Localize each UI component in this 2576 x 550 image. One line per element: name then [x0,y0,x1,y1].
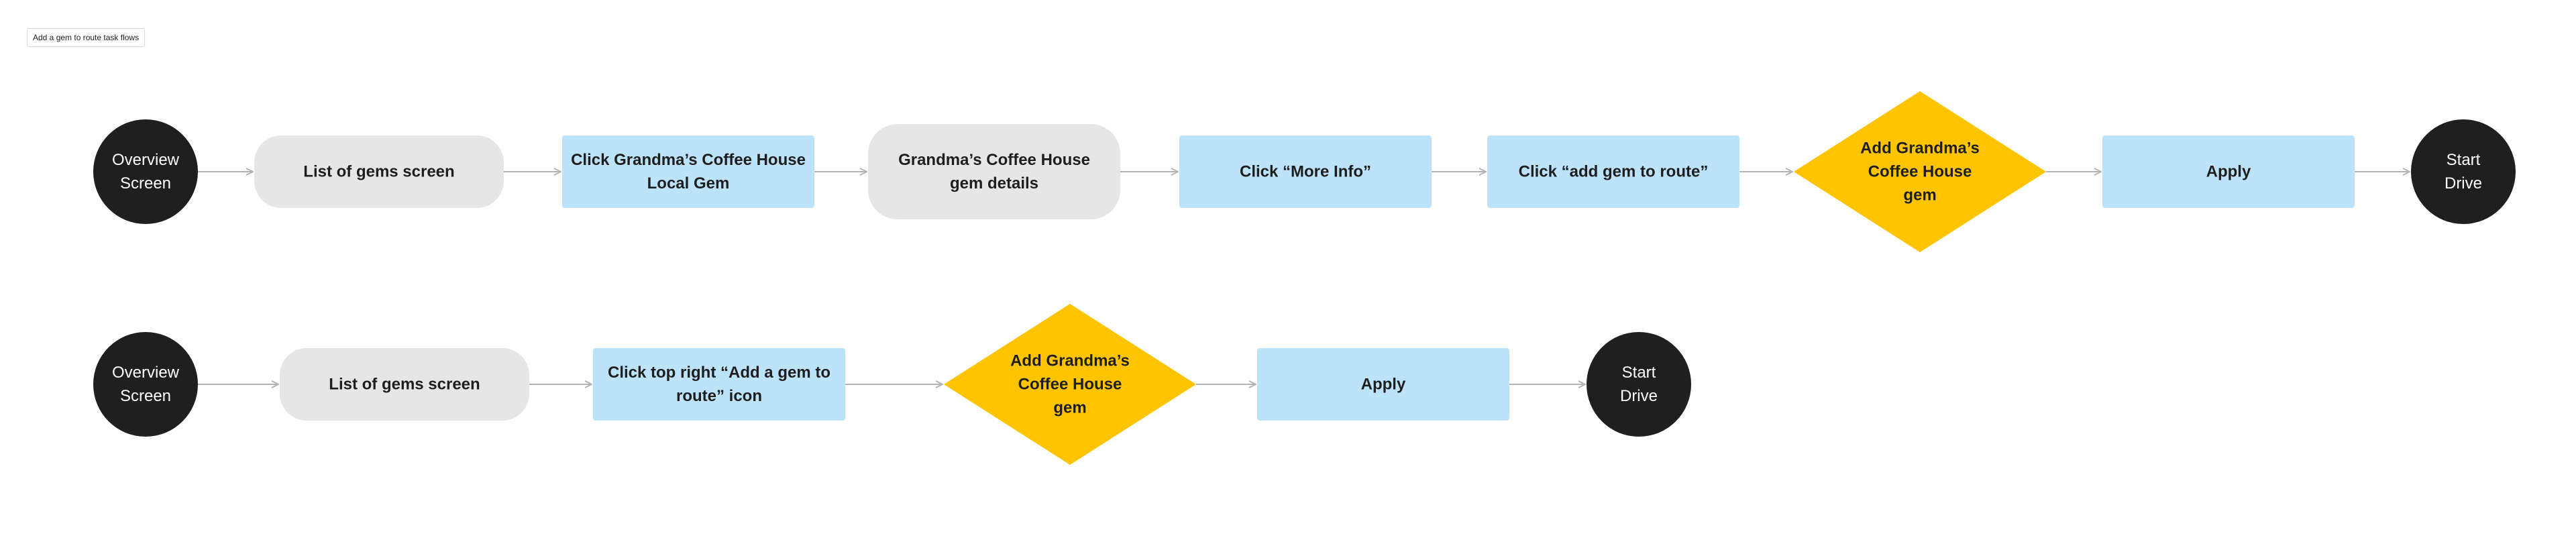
f1-end-label-line-2: Drive [2445,174,2482,192]
screen-pill [868,124,1120,219]
f2-apply-label-line-1: Apply [1361,376,1406,394]
f1-apply-node[interactable]: Apply [2102,135,2355,208]
f1-decision-add-label-line-3: gem [1903,186,1936,205]
decision-diamond [1794,91,2046,252]
f1-decision-add-label-line-2: Coffee House [1868,163,1972,181]
f1-gems-list-label-line-1: List of gems screen [303,163,454,181]
f2-end-label-line-2: Drive [1620,387,1658,405]
f1-more-info-node[interactable]: Click “More Info” [1179,135,1432,208]
f1-gem-details-label-line-1: Grandma’s Coffee House [898,151,1090,169]
terminal-circle [1587,332,1691,437]
f1-apply-label-line-1: Apply [2206,163,2251,181]
f2-top-right-icon-label-line-1: Click top right “Add a gem to [608,364,830,382]
f2-decision-add-label-line-1: Add Grandma’s [1010,352,1130,370]
action-box [1179,135,1432,208]
action-box [1257,348,1509,421]
f1-gem-details-label-line-2: gem details [950,174,1038,192]
f1-start-label-line-1: Overview [112,151,180,169]
f1-start-label-line-2: Screen [120,174,171,192]
f2-gems-list-label-line-1: List of gems screen [329,376,480,394]
f1-gems-list-node[interactable]: List of gems screen [254,135,504,208]
f2-start-label-line-1: Overview [112,364,180,382]
action-box [562,135,814,208]
f2-start-label-line-2: Screen [120,387,171,405]
f2-end-label-line-1: Start [1622,364,1656,382]
terminal-circle [93,119,198,224]
f2-top-right-icon-node[interactable]: Click top right “Add a gem to route” icon [593,348,845,421]
action-box [593,348,845,421]
frame-label: Add a gem to route task flows [27,28,146,47]
f2-decision-add-label-line-3: gem [1053,399,1086,417]
action-box [1487,135,1739,208]
f2-decision-add-label-line-2: Coffee House [1018,376,1122,394]
f2-apply-node[interactable]: Apply [1257,348,1509,421]
decision-diamond [944,304,1196,465]
f2-top-right-icon-label-line-2: route” icon [676,387,762,405]
f1-end-label-line-1: Start [2447,151,2481,169]
terminal-circle [2411,119,2516,224]
f1-click-local-gem-label-line-2: Local Gem [647,174,730,192]
f1-click-local-gem-label-line-1: Click Grandma’s Coffee House [571,151,806,169]
f1-gem-details-node[interactable]: Grandma’s Coffee House gem details [868,124,1120,219]
f1-decision-add-label-line-1: Add Grandma’s [1860,140,1980,158]
screen-pill [280,348,529,421]
f1-more-info-label-line-1: Click “More Info” [1240,163,1371,181]
terminal-circle [93,332,198,437]
f2-gems-list-node[interactable]: List of gems screen [280,348,529,421]
f1-add-to-route-node[interactable]: Click “add gem to route” [1487,135,1739,208]
f1-add-to-route-label-line-1: Click “add gem to route” [1519,163,1709,181]
screen-pill [254,135,504,208]
action-box [2102,135,2355,208]
